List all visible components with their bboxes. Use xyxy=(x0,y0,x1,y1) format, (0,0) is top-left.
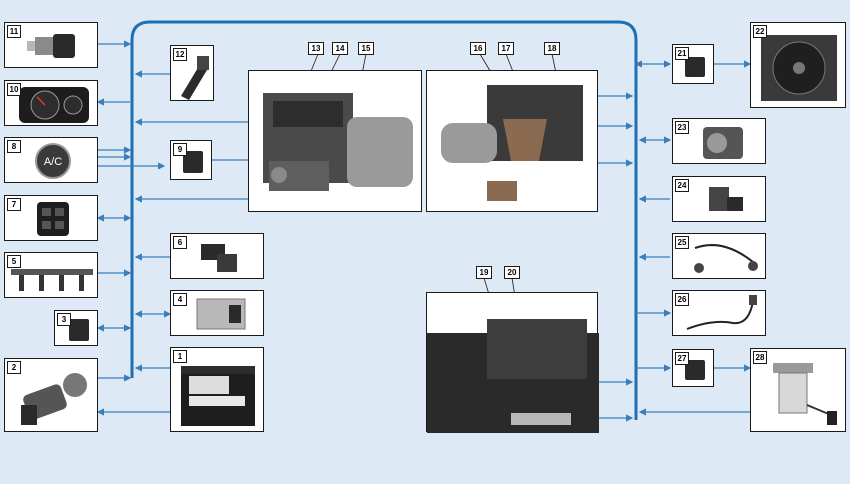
ac-button-icon: A/C xyxy=(35,143,71,179)
component-27-number: 27 xyxy=(675,352,689,365)
throttle-body-icon xyxy=(703,127,743,159)
component-3: 3 xyxy=(54,310,98,346)
map-sensor-icon xyxy=(201,244,237,272)
component-25: 25 xyxy=(672,233,766,279)
battery-icon xyxy=(181,366,255,426)
component-11-number: 11 xyxy=(7,25,21,38)
ac-label: A/C xyxy=(44,156,62,168)
component-23: 23 xyxy=(672,118,766,164)
engine-exhaust-side-icon xyxy=(441,85,583,201)
component-24: 24 xyxy=(672,176,766,222)
component-7-number: 7 xyxy=(7,198,21,211)
component-23-number: 23 xyxy=(675,121,689,134)
component-8-number: 8 xyxy=(7,140,21,153)
component-27: 27 xyxy=(672,349,714,387)
component-9-number: 9 xyxy=(173,143,187,156)
relay-icon xyxy=(685,360,705,380)
relay-icon xyxy=(183,151,203,173)
solenoid-valve-icon xyxy=(709,187,743,211)
component-10: 10 xyxy=(4,80,98,126)
component-21: 21 xyxy=(672,44,714,84)
callout-19: 19 xyxy=(476,266,492,279)
component-2: 2 xyxy=(4,358,98,432)
pressure-sensor-icon xyxy=(27,34,75,58)
callout-15: 15 xyxy=(358,42,374,55)
component-6: 6 xyxy=(170,233,264,279)
engine-view-front xyxy=(248,70,422,212)
component-12-number: 12 xyxy=(173,48,187,61)
component-1: 1 xyxy=(170,347,264,432)
component-25-number: 25 xyxy=(675,236,689,249)
engine-front-icon xyxy=(263,93,413,191)
component-4-number: 4 xyxy=(173,293,187,306)
component-26: 26 xyxy=(672,290,766,336)
callout-18: 18 xyxy=(544,42,560,55)
component-21-number: 21 xyxy=(675,47,689,60)
instrument-cluster-icon xyxy=(19,87,89,123)
component-8: 8 A/C xyxy=(4,137,98,183)
accelerator-pedal-icon xyxy=(181,56,209,100)
callout-17: 17 xyxy=(498,42,514,55)
component-5: 5 xyxy=(4,252,98,298)
component-6-number: 6 xyxy=(173,236,187,249)
component-28-number: 28 xyxy=(753,351,767,364)
component-3-number: 3 xyxy=(57,313,71,326)
component-28: 28 xyxy=(750,348,846,432)
component-5-number: 5 xyxy=(7,255,21,268)
relay-icon xyxy=(69,319,89,341)
component-9: 9 xyxy=(170,140,212,180)
component-26-number: 26 xyxy=(675,293,689,306)
callout-13: 13 xyxy=(308,42,324,55)
component-2-number: 2 xyxy=(7,361,21,374)
knock-sensor-icon xyxy=(694,244,758,273)
relay-icon xyxy=(685,57,705,77)
component-12: 12 xyxy=(170,45,214,101)
engine-top-icon xyxy=(427,319,599,433)
control-unit-icon xyxy=(196,298,246,330)
engine-view-exhaust xyxy=(426,70,598,212)
component-4: 4 xyxy=(170,290,264,336)
component-22-number: 22 xyxy=(753,25,767,38)
component-24-number: 24 xyxy=(675,179,689,192)
radiator-fan-icon xyxy=(761,35,837,101)
switch-block-icon xyxy=(37,202,69,236)
component-11: 11 xyxy=(4,22,98,68)
component-1-number: 1 xyxy=(173,350,187,363)
ignition-switch-icon xyxy=(21,373,87,425)
fuel-rail-injectors-icon xyxy=(11,269,93,291)
fuel-pump-module-icon xyxy=(773,363,837,425)
component-7: 7 xyxy=(4,195,98,241)
engine-view-top xyxy=(426,292,599,433)
callout-16: 16 xyxy=(470,42,486,55)
callout-14: 14 xyxy=(332,42,348,55)
oxygen-sensor-icon xyxy=(686,295,757,330)
component-22: 22 xyxy=(750,22,846,108)
main-bus xyxy=(130,20,638,420)
callout-20: 20 xyxy=(504,266,520,279)
component-10-number: 10 xyxy=(7,83,21,96)
